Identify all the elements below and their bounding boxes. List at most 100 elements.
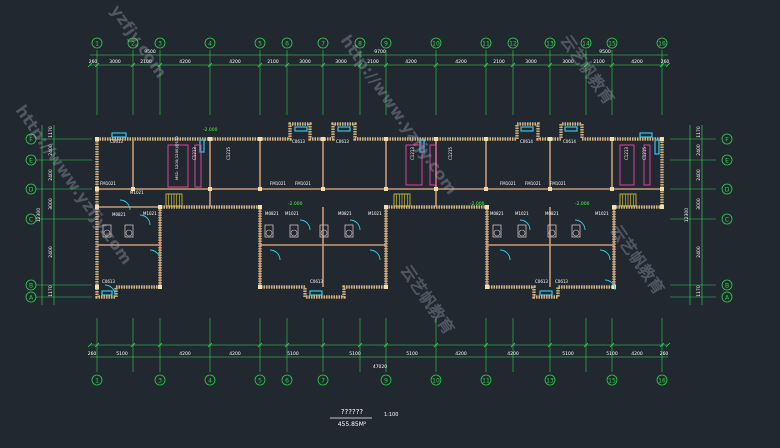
axis-bubble-label: 9	[384, 378, 388, 385]
axis-bubble-label: 14	[582, 41, 590, 48]
structural-column	[158, 205, 162, 209]
axis-bubble-label: A	[725, 295, 730, 302]
sliding-door	[194, 144, 202, 188]
structural-column	[484, 137, 488, 141]
structural-column	[208, 187, 212, 191]
dimension-text-left: 2400	[48, 144, 54, 156]
axis-bubble-left	[25, 183, 37, 195]
interior-door-label: M1021	[595, 211, 609, 216]
structural-column	[95, 285, 99, 289]
axis-bubble-top	[430, 37, 442, 49]
dimension-text-left: 2400	[48, 169, 54, 181]
structural-column	[610, 187, 614, 191]
dimension-total-right: 12300	[684, 208, 690, 222]
toilet-fixture	[571, 224, 581, 238]
window	[564, 126, 578, 132]
door-swing-arc	[104, 284, 116, 296]
axis-bubble-label: F	[725, 137, 729, 144]
structural-column	[258, 205, 262, 209]
window-label-bottom: C0613	[102, 279, 115, 284]
structural-column	[258, 285, 262, 289]
window-tag: C1213	[410, 147, 415, 160]
dimension-text-top: 4200	[455, 59, 467, 65]
dimension-tick	[510, 342, 516, 348]
axis-bubble-label: 2	[131, 41, 135, 48]
dimension-text-bottom: 260	[88, 351, 97, 357]
sliding-door	[167, 144, 189, 188]
dimension-text-top: 4200	[229, 59, 241, 65]
window-tag: C1213	[624, 147, 629, 160]
structural-column	[158, 285, 162, 289]
door-label: FM1021	[525, 181, 541, 186]
structural-column	[208, 137, 212, 141]
watermark-text: 云艺帆教育	[397, 261, 458, 337]
axis-bubble-label: 15	[608, 41, 616, 48]
axis-bubble-label: 9	[384, 41, 388, 48]
dimension-text-top: 4200	[405, 59, 417, 65]
structural-column	[485, 205, 489, 209]
dimension-text-bottom: 5100	[116, 351, 128, 357]
dimension-tick	[583, 342, 589, 348]
window	[337, 126, 351, 132]
axis-bubble-bottom	[154, 374, 166, 386]
structural-column	[548, 137, 552, 141]
axis-bubble-top	[544, 37, 556, 49]
toilet-bowl	[572, 229, 580, 237]
dimension-text-top: 2100	[593, 59, 605, 65]
dimension-tick	[547, 342, 553, 348]
dimension-tick	[94, 62, 100, 68]
dimension-text-top: 260	[661, 59, 670, 65]
dimension-text-right: 1170	[696, 285, 702, 297]
structural-column	[384, 205, 388, 209]
toilet-bowl	[345, 229, 353, 237]
sliding-door	[643, 144, 651, 186]
window	[111, 132, 127, 138]
building-plan	[95, 122, 664, 299]
window-label-bottom: C0613	[535, 279, 548, 284]
window	[520, 126, 534, 132]
axis-bubble-top	[254, 37, 266, 49]
structural-column	[131, 187, 135, 191]
dimension-tick	[433, 342, 439, 348]
dimension-text-top: 4200	[179, 59, 191, 65]
door-swing-arc	[349, 219, 361, 231]
dimension-total-bottom: 47020	[373, 364, 387, 370]
axis-bubble-top	[480, 37, 492, 49]
axis-bubble-label: 12	[509, 41, 517, 48]
dimension-text-top: 2100	[367, 59, 379, 65]
axis-bubble-label: 16	[658, 41, 666, 48]
dimension-tick	[94, 342, 100, 348]
dimension-tick	[357, 342, 363, 348]
door-label: FM1021	[270, 181, 286, 186]
interior-door-label: M1021	[285, 211, 299, 216]
axis-bubble-label: D	[725, 187, 730, 194]
axis-bubble-label: 6	[285, 378, 289, 385]
interior-door-label: M1021	[368, 211, 382, 216]
window	[639, 132, 653, 138]
structural-column	[95, 205, 99, 209]
elevation-mark: -2.000	[575, 201, 590, 207]
axis-bubble-label: 13	[546, 378, 554, 385]
axis-bubble-right	[721, 213, 733, 225]
dimension-text-top: 260	[89, 59, 98, 65]
structural-column	[660, 205, 664, 209]
door-swing-arc	[499, 249, 511, 261]
door-label: FM1021	[100, 181, 116, 186]
structural-column	[612, 285, 616, 289]
axis-bubble-label: 13	[546, 41, 554, 48]
axis-bubble-label: 5	[258, 41, 262, 48]
axis-bubble-top	[317, 37, 329, 49]
structural-column	[548, 187, 552, 191]
window-label: C0614	[563, 139, 576, 144]
dimension-text-bottom: 4200	[179, 351, 191, 357]
dimension-tick	[130, 342, 136, 348]
axis-bubble-top	[154, 37, 166, 49]
dimension-total-left: 12300	[36, 208, 42, 222]
axis-bubble-label: 11	[482, 41, 490, 48]
axis-bubble-label: 15	[608, 378, 616, 385]
structural-column	[612, 205, 616, 209]
dimension-text-bottom: 5100	[349, 351, 361, 357]
